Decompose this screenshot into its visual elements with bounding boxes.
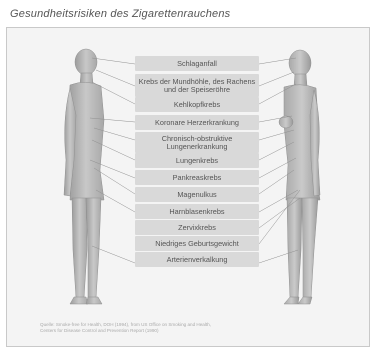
female-figure xyxy=(279,50,320,304)
risk-label: Magenulkus xyxy=(135,187,259,202)
risk-label: Arterienverkalkung xyxy=(135,252,259,267)
risk-label: Pankreaskrebs xyxy=(135,170,259,185)
risk-label: Krebs der Mundhöhle, des Rachens und der… xyxy=(135,74,259,97)
risk-label: Kehlkopfkrebs xyxy=(135,97,259,112)
risk-label: Harnblasenkrebs xyxy=(135,204,259,219)
source-note: Quelle: Smoke-free for Health, DOH (1994… xyxy=(40,322,300,334)
risk-label: Schlaganfall xyxy=(135,56,259,71)
risk-label: Koronare Herzerkrankung xyxy=(135,115,259,130)
risk-label: Lungenkrebs xyxy=(135,153,259,168)
source-line-2: Centers for Disease Control and Preventi… xyxy=(40,328,300,334)
risk-label: Chronisch-obstruktive Lungenerkrankung xyxy=(135,132,259,153)
risk-label: Niedriges Geburtsgewicht xyxy=(135,236,259,251)
risk-label: Zervixkrebs xyxy=(135,220,259,235)
male-figure xyxy=(64,49,104,304)
